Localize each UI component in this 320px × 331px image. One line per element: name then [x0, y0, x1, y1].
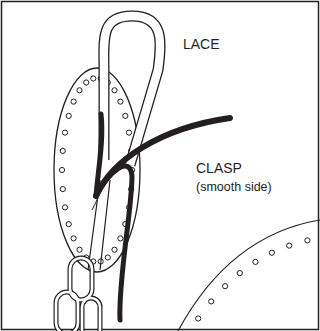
hole [84, 80, 89, 85]
arc-piece [178, 220, 320, 331]
hole [269, 250, 274, 255]
part-label: (smooth side) [196, 180, 272, 194]
hole [126, 130, 131, 135]
arc-holes [196, 238, 310, 321]
hole [112, 247, 117, 252]
hole [77, 88, 82, 93]
hole [112, 88, 117, 93]
hole [62, 205, 67, 210]
hole [66, 222, 71, 227]
chain-fill [56, 258, 100, 331]
hole [59, 167, 64, 172]
hole [118, 99, 123, 104]
hole [91, 76, 96, 81]
hole [123, 113, 128, 118]
hole [60, 148, 65, 153]
clasp-split [92, 198, 98, 210]
part-label: LACE [183, 36, 220, 52]
clasp-arm-lower [96, 166, 132, 320]
chain [56, 258, 100, 331]
hole [62, 130, 67, 135]
hole [209, 299, 214, 304]
hole [253, 259, 258, 264]
hole [118, 236, 123, 241]
hole [60, 187, 65, 192]
hole [71, 236, 76, 241]
hole [287, 243, 292, 248]
hole [237, 271, 242, 276]
hole [105, 255, 110, 260]
oval-holes [59, 76, 134, 264]
hole [71, 99, 76, 104]
hole [77, 247, 82, 252]
hole [196, 316, 201, 321]
hole [66, 113, 71, 118]
part-label: CLASP [196, 160, 242, 176]
hole [305, 238, 310, 243]
hole [223, 284, 228, 289]
